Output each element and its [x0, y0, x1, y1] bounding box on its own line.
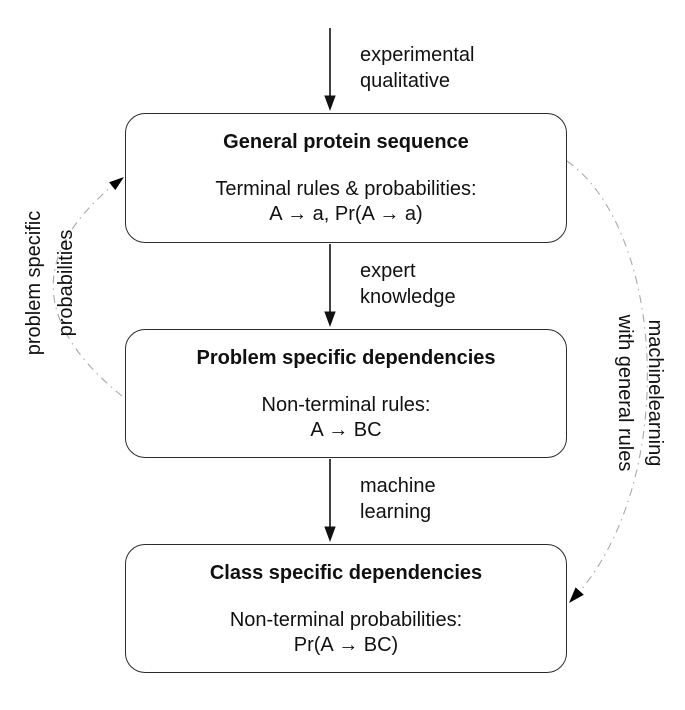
down-arrow-icon [324, 526, 336, 542]
down-arrow-icon [324, 95, 336, 111]
box-body-line: Terminal rules & probabilities: [215, 178, 477, 200]
flow-label-line: machine [360, 475, 436, 497]
box-title: Class specific dependencies [209, 562, 483, 584]
flow-label-line: knowledge [360, 286, 456, 308]
box-body: Terminal rules & probabilities: A → a, P… [126, 177, 566, 227]
feedback-label-line: machinelearning [644, 319, 666, 467]
box-body-line: A → a, Pr(A → a) [269, 203, 423, 225]
box-title: General protein sequence [223, 131, 469, 153]
feedback-label-right: machinelearning with general rules [610, 263, 670, 523]
box-problem-specific-dependencies: Problem specific dependencies Non-termin… [125, 329, 567, 458]
flow-label-machine-learning: machine learning [360, 473, 436, 525]
feedback-label-left: problem specific probabilities [18, 178, 82, 388]
flow-label-line: qualitative [360, 70, 451, 92]
down-arrow-icon [324, 311, 336, 327]
box-title: Problem specific dependencies [196, 347, 496, 369]
box-class-specific-dependencies: Class specific dependencies Non-terminal… [125, 544, 567, 673]
flow-label-line: expert [360, 260, 416, 282]
box-body-line: Non-terminal probabilities: [229, 609, 463, 631]
box-body-line: Pr(A → BC) [293, 634, 399, 656]
box-body-line: Non-terminal rules: [261, 394, 431, 416]
box-body-line: A → BC [310, 419, 382, 441]
feedback-curve-left [52, 178, 123, 397]
feedback-curve-right [566, 160, 648, 598]
feedback-arrowhead-left-icon [109, 177, 124, 191]
flow-label-expert-knowledge: expert knowledge [360, 258, 456, 310]
box-body: Non-terminal rules: A → BC [126, 393, 566, 443]
feedback-label-line: probabilities [55, 229, 77, 337]
flow-label-line: learning [360, 501, 432, 523]
feedback-label-line: with general rules [614, 314, 636, 472]
feedback-label-line: problem specific [23, 210, 45, 356]
feedback-arrowhead-right-icon [569, 587, 584, 603]
box-general-protein-sequence: General protein sequence Terminal rules … [125, 113, 567, 243]
flow-label-experimental-qualitative: experimental qualitative [360, 42, 475, 94]
flow-label-line: experimental [360, 44, 475, 66]
box-body: Non-terminal probabilities: Pr(A → BC) [126, 608, 566, 658]
